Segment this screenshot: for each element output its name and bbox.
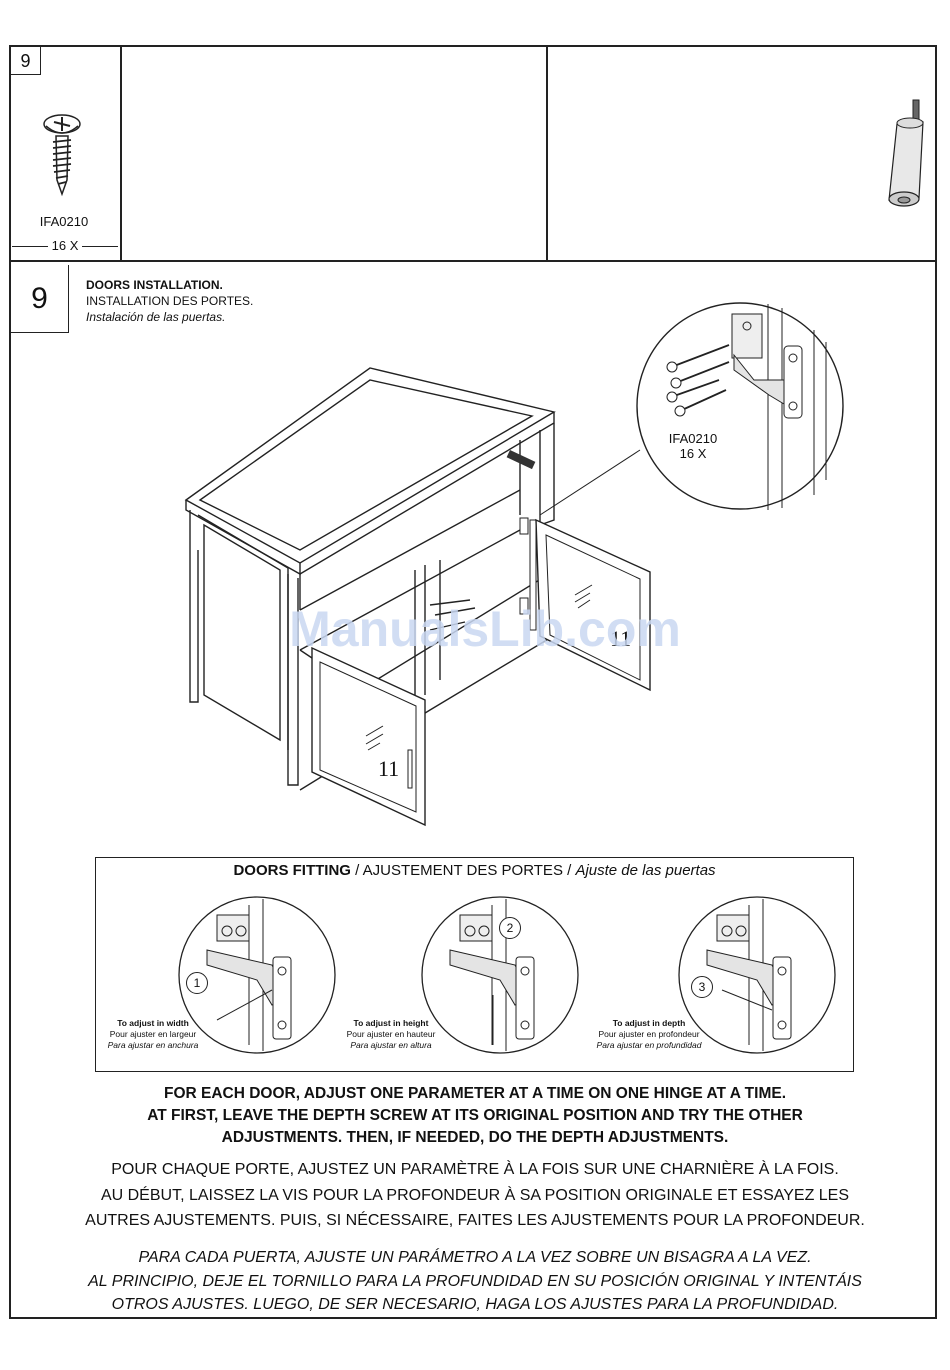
step-number: 9 [11,265,69,333]
step-title-fr: INSTALLATION DES PORTES. [86,294,254,308]
part-code: IFA0210 [39,214,89,229]
adjust-height-caption: To adjust in height Pour ajuster en haut… [346,1018,436,1050]
cabinet-illustration [184,367,651,827]
watermark: ManualsLib.com [289,601,681,657]
part-quantity: 16 X [12,238,118,253]
hinge-detail-width [178,896,336,1054]
page-frame [9,45,937,1319]
door-label-left: 11 [378,756,400,781]
instruction-fr-line-1: POUR CHAQUE PORTE, AJUSTEZ UN PARAMÈTRE … [111,1161,839,1178]
header-divider [9,260,937,262]
adjust-number-2: 2 [499,917,521,939]
adjust-width-caption: To adjust in width Pour ajuster en large… [107,1018,199,1050]
instruction-fr-line-2: AU DÉBUT, LAISSEZ LA VIS POUR LA PROFOND… [100,1187,850,1204]
adjust-number-1: 1 [186,972,208,994]
instruction-en-line-1: FOR EACH DOOR, ADJUST ONE PARAMETER AT A… [163,1085,786,1102]
cabinet-leg-icon [888,99,924,207]
adjust-depth-caption: To adjust in depth Pour ajuster en profo… [596,1018,702,1050]
hinge-detail-depth [678,896,836,1054]
step-title-en: DOORS INSTALLATION. [86,278,223,292]
instruction-es-line-3: OTROS AJUSTES. LUEGO, DE SER NECESARIO, … [111,1296,839,1313]
hinge-callout [636,302,844,510]
header-step-number: 9 [11,47,41,75]
hinge-detail-height [421,896,579,1054]
step-title-es: Instalación de las puertas. [86,310,226,324]
doors-fitting-box [95,857,854,1072]
instruction-es-line-1: PARA CADA PUERTA, AJUSTE UN PARÁMETRO A … [138,1249,812,1266]
callout-part-quantity: 16 X [679,446,707,461]
header-center-divider [546,45,548,261]
instruction-es-line-2: AL PRINCIPIO, DEJE EL TORNILLO PARA LA P… [88,1273,862,1290]
callout-part-code: IFA0210 [668,431,718,446]
instruction-en-line-2: AT FIRST, LEAVE THE DEPTH SCREW AT ITS O… [147,1107,803,1124]
screw-icon [43,114,81,197]
parts-divider [120,45,122,261]
instruction-en-line-3: ADJUSTMENTS. THEN, IF NEEDED, DO THE DEP… [221,1129,729,1146]
adjust-number-3: 3 [691,976,713,998]
doors-fitting-title: DOORS FITTING / AJUSTEMENT DES PORTES / … [233,862,716,879]
instruction-fr-line-3: AUTRES AJUSTEMENTS. PUIS, SI NÉCESSAIRE,… [85,1212,865,1229]
door-label-right: 11 [610,626,632,651]
